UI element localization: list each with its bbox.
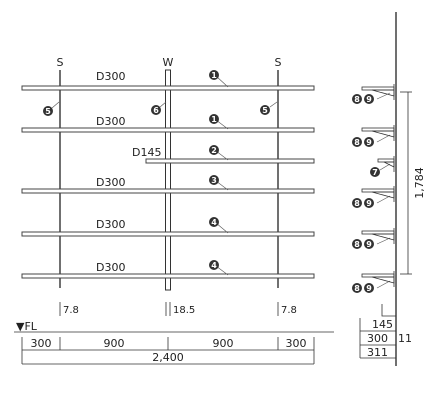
svg-text:9: 9 — [366, 199, 372, 208]
depth-dim-145: 145 — [372, 318, 393, 331]
svg-text:3: 3 — [211, 176, 217, 185]
svg-text:8: 8 — [354, 95, 360, 104]
height-dim-label: 1,784 — [413, 167, 426, 199]
part-marker-shelf-5: 4 — [209, 217, 229, 234]
svg-text:8: 8 — [354, 284, 360, 293]
shelf-2 — [21, 127, 315, 133]
side-shelf-5 — [361, 228, 395, 244]
shelf-label-4: D300 — [96, 176, 125, 189]
total-width-dim: 2,400 — [152, 351, 184, 364]
width-dimension-chain — [21, 337, 315, 365]
svg-text:9: 9 — [366, 95, 372, 104]
part-marker-shelf-2: 1 — [209, 114, 229, 130]
svg-text:1: 1 — [211, 71, 217, 80]
front-view: S W S D300 D300 D145 D300 D300 D300 1 1 — [14, 56, 334, 365]
svg-text:8: 8 — [354, 240, 360, 249]
post-marker-right: 5 — [260, 101, 278, 115]
post-width-left: 7.8 — [63, 305, 79, 316]
post-marker-left: 5 — [43, 101, 60, 116]
svg-text:5: 5 — [262, 106, 268, 115]
post-center-wall — [165, 69, 171, 291]
side-shelf-4 — [361, 186, 395, 202]
shelf-5 — [21, 231, 315, 237]
part-marker-shelf-4: 3 — [209, 175, 229, 191]
side-shelf-6 — [361, 271, 395, 287]
shelf-label-3: D145 — [132, 146, 161, 159]
shelf-4 — [21, 188, 315, 194]
svg-text:6: 6 — [153, 106, 159, 115]
shelf-label-2: D300 — [96, 115, 125, 128]
width-dim-4: 300 — [286, 337, 307, 350]
depth-dim-311: 311 — [367, 346, 388, 359]
shelf-1 — [21, 85, 315, 91]
shelf-3-short — [145, 158, 315, 164]
depth-dimension-chain — [359, 304, 396, 359]
svg-text:4: 4 — [211, 261, 217, 270]
floor-level-label: ▼FL — [16, 320, 38, 333]
svg-text:8: 8 — [354, 199, 360, 208]
part-marker-shelf-6: 4 — [209, 260, 229, 276]
bracket-markers-shelf-6: 8 9 — [352, 280, 391, 293]
svg-text:1: 1 — [211, 115, 217, 124]
side-shelf-2 — [361, 125, 395, 141]
post-marker-center: 6 — [151, 101, 167, 115]
side-view: 1,784 — [352, 12, 426, 366]
svg-text:2: 2 — [211, 146, 217, 155]
part-marker-shelf-1: 1 — [209, 70, 229, 88]
bracket-markers-shelf-2: 8 9 — [352, 134, 391, 147]
post-width-center: 18.5 — [173, 305, 195, 316]
post-width-right: 7.8 — [281, 305, 297, 316]
bracket-markers-shelf-5: 8 9 — [352, 237, 391, 249]
svg-text:7: 7 — [372, 168, 378, 177]
part-marker-shelf-3: 2 — [209, 145, 229, 161]
svg-text:9: 9 — [366, 240, 372, 249]
svg-text:8: 8 — [354, 138, 360, 147]
shelf-6 — [21, 273, 315, 279]
column-label-wall-w: W — [163, 56, 174, 69]
svg-text:9: 9 — [366, 284, 372, 293]
bracket-marker-shelf-3: 7 — [370, 163, 391, 177]
side-shelf-1 — [361, 84, 395, 100]
bracket-markers-shelf-1: 8 9 — [352, 92, 391, 104]
svg-text:9: 9 — [366, 138, 372, 147]
svg-text:5: 5 — [45, 107, 51, 116]
shelf-label-1: D300 — [96, 70, 125, 83]
bracket-markers-shelf-4: 8 9 — [352, 195, 391, 208]
column-label-left-s: S — [57, 56, 64, 69]
column-label-right-s: S — [275, 56, 282, 69]
shelf-label-5: D300 — [96, 218, 125, 231]
depth-dim-11: 11 — [398, 332, 412, 345]
width-dim-2: 900 — [104, 337, 125, 350]
svg-text:4: 4 — [211, 218, 217, 227]
width-dim-1: 300 — [31, 337, 52, 350]
shelf-label-6: D300 — [96, 261, 125, 274]
depth-dim-300: 300 — [367, 332, 388, 345]
width-dim-3: 900 — [213, 337, 234, 350]
